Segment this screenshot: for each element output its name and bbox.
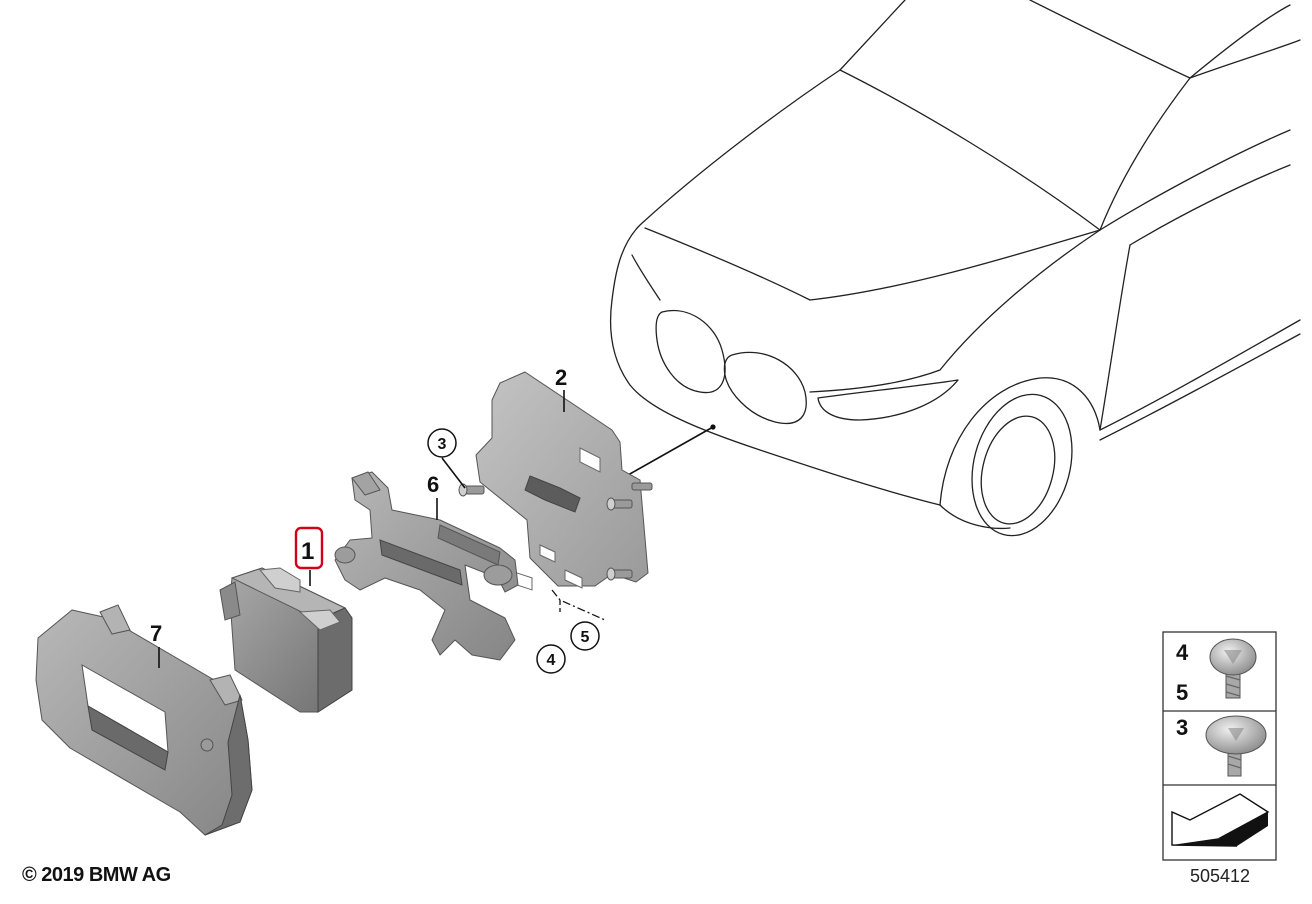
legend-label-5: 5 [1176, 680, 1188, 705]
callout-1: 1 [301, 538, 314, 565]
callout-6: 6 [427, 472, 439, 497]
fastener-legend: 4 5 3 [1162, 631, 1277, 861]
copyright-notice: © 2019 BMW AG [22, 864, 171, 886]
screw-4-5-icon [1209, 638, 1257, 699]
legend-label-3: 3 [1176, 715, 1188, 740]
highlight-box-part-1 [294, 526, 324, 570]
direction-arrow-icon [1171, 793, 1270, 847]
callout-3-circle: 3 [427, 428, 457, 458]
screw-3-icon [1205, 715, 1267, 777]
sensor-bracket [334, 471, 519, 661]
callout-4-circle: 4 [536, 644, 566, 674]
callout-7: 7 [150, 621, 162, 646]
vehicle-outline [609, 0, 1301, 537]
callout-5-circle: 5 [570, 621, 600, 651]
leader-line-to-vehicle [627, 426, 714, 476]
radar-sensor [219, 567, 353, 713]
leader-3 [441, 457, 466, 489]
drawing-number: 505412 [1190, 866, 1251, 886]
sensor-cover [35, 604, 253, 836]
mounting-plate [458, 371, 653, 591]
callout-4: 4 [547, 652, 556, 669]
legend-label-4: 4 [1176, 640, 1189, 665]
callout-5: 5 [581, 629, 590, 646]
callout-3: 3 [438, 436, 447, 453]
callout-2: 2 [555, 365, 567, 390]
